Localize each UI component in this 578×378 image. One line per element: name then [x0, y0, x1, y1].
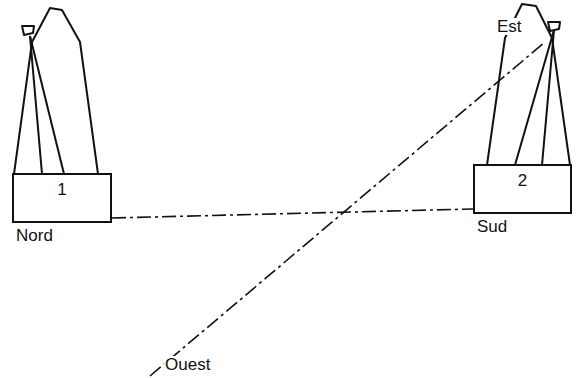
pendulum-rod [542, 30, 554, 165]
clock-base-box: 1Nord [12, 173, 112, 223]
pendulum-bob [22, 26, 34, 35]
north-south-axis [112, 209, 473, 218]
clock-case [487, 4, 570, 165]
direction-label: Nord [16, 227, 53, 244]
clock-base-box: 2Sud [473, 164, 572, 214]
direction-label: Est [496, 18, 523, 35]
direction-label: Ouest [164, 356, 211, 373]
callout-number: 1 [14, 175, 110, 198]
pendulum-bob [548, 22, 560, 31]
pendulum-rod [30, 36, 64, 174]
direction-label: Sud [477, 218, 572, 235]
clock-case [14, 8, 98, 174]
callout-number: 2 [475, 166, 570, 189]
